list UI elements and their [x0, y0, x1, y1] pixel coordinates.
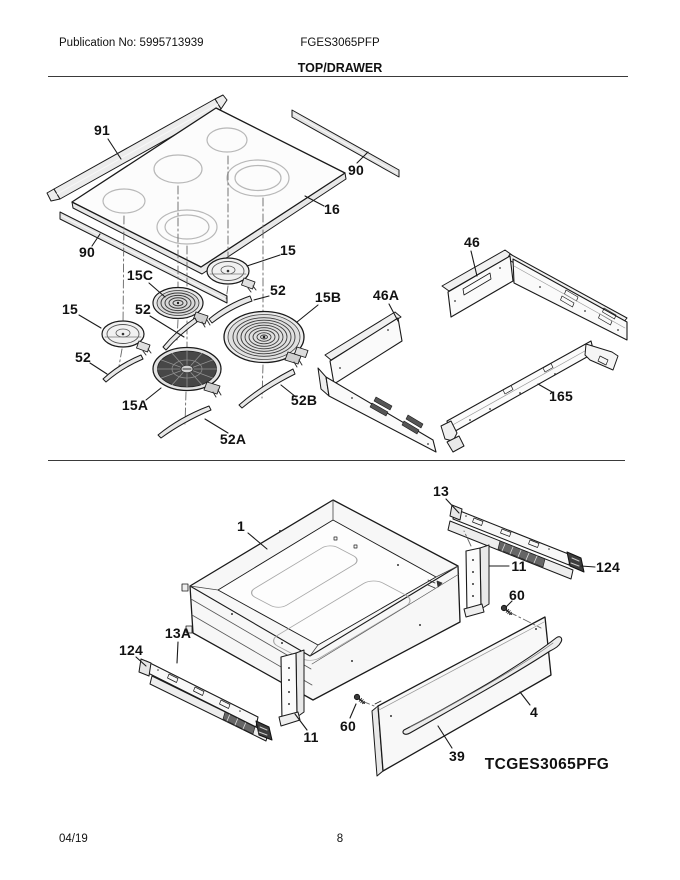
part-label-165: 165 [549, 388, 573, 404]
part-label-13: 13 [433, 483, 449, 499]
part-label-11-right: 11 [511, 558, 527, 574]
part-label-15C: 15C [126, 267, 154, 283]
drawer-slide-13A [138, 658, 273, 742]
part-label-124-left: 124 [119, 642, 143, 658]
part-label-15-top: 15 [280, 242, 296, 258]
part-label-52-mid: 52 [135, 301, 151, 317]
part-label-60-left: 60 [340, 718, 356, 734]
part-label-46: 46 [464, 234, 480, 250]
part-label-16: 16 [324, 201, 340, 217]
part-label-13A: 13A [164, 625, 192, 641]
rail-165 [440, 340, 619, 453]
box-emblem [427, 579, 443, 589]
footer-date: 04/19 [59, 833, 88, 845]
part-label-39: 39 [449, 748, 465, 764]
model-number: FGES3065PFP [300, 37, 380, 49]
burner-outlines [102, 127, 290, 245]
part-label-46A: 46A [372, 287, 400, 303]
rivet-holes [231, 530, 421, 662]
element-brackets-52 [102, 295, 296, 439]
support-bracket-11-left [278, 649, 305, 727]
part-label-52-top: 52 [270, 282, 286, 298]
top-section [46, 94, 628, 453]
bottom-dash-lines [361, 530, 542, 709]
top-leader-lines [78, 138, 553, 434]
surface-element-15A [152, 346, 222, 398]
footer-page-number: 8 [336, 833, 344, 845]
part-label-52-left: 52 [75, 349, 91, 365]
drawer-panel-4 [371, 616, 563, 777]
bracket-46 [441, 249, 628, 341]
surface-element-15C [152, 286, 211, 328]
bracket-52A [157, 405, 212, 439]
page-title: TOP/DRAWER [297, 61, 383, 75]
part-label-52B: 52B [290, 392, 318, 408]
part-label-60-right: 60 [509, 587, 525, 603]
part-label-1: 1 [237, 518, 245, 534]
part-label-4: 4 [530, 704, 538, 720]
surface-element-15-left [101, 320, 152, 356]
bottom-section [135, 498, 596, 777]
part-label-15-left: 15 [62, 301, 78, 317]
part-label-15A: 15A [121, 397, 149, 413]
publication-number: Publication No: 5995713939 [59, 37, 204, 49]
section-divider-rule [48, 460, 625, 461]
bracket-52-top [208, 295, 253, 324]
drawer-model-caption: TCGES3065PFG [484, 756, 610, 773]
part-label-90-left: 90 [79, 244, 95, 260]
part-label-15B: 15B [314, 289, 342, 305]
trim-rail-91 [46, 94, 228, 202]
header-rule [48, 76, 628, 77]
part-label-11-left: 11 [303, 729, 319, 745]
part-label-90-right: 90 [348, 162, 364, 178]
part-label-91: 91 [94, 122, 110, 138]
surface-element-15B [223, 310, 309, 368]
surface-element-15-top [206, 257, 257, 293]
trim-rail-90-right [291, 109, 400, 178]
part-label-52A: 52A [219, 431, 247, 447]
cooktop-glass-16 [71, 107, 347, 275]
part-label-124-right: 124 [596, 559, 620, 575]
trim-rail-90-left [59, 211, 228, 304]
screw-60-left [353, 693, 366, 705]
drawer-slide-13 [447, 504, 585, 580]
bracket-52B [238, 368, 296, 409]
bracket-52-left [102, 354, 144, 383]
bottom-leader-lines [135, 498, 596, 749]
support-bracket-11-right [463, 544, 490, 618]
drawer-body-1 [181, 499, 461, 701]
bracket-46A [317, 311, 437, 453]
